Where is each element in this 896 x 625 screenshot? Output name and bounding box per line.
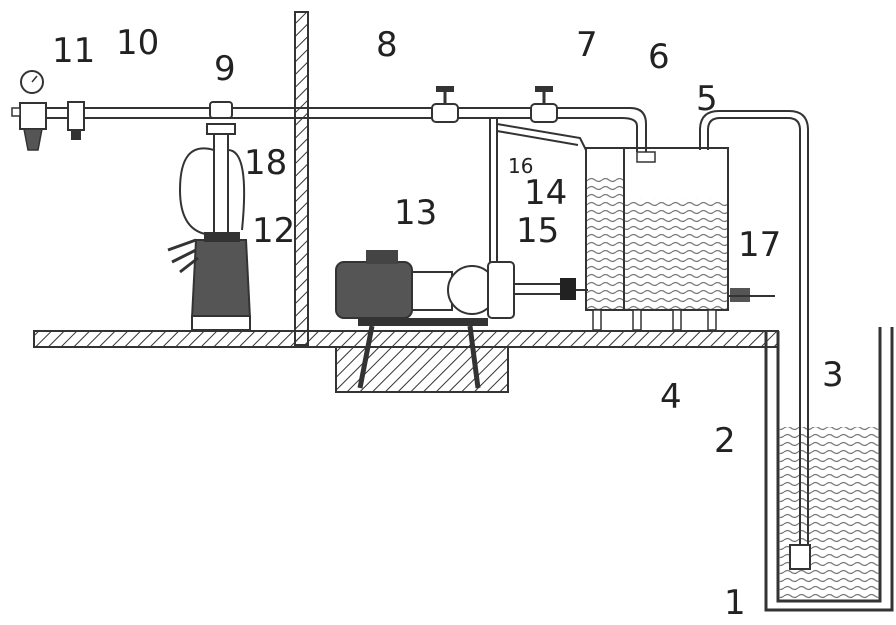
- pump-unit: [335, 250, 588, 389]
- label-5: 5: [696, 79, 718, 119]
- pressure-gauge: [11, 70, 47, 151]
- label-14: 14: [524, 173, 568, 213]
- label-1: 1: [724, 583, 746, 623]
- floor-slab: [33, 11, 779, 393]
- label-15: 15: [516, 211, 560, 251]
- label-7: 7: [576, 25, 598, 65]
- valve-8: [431, 86, 459, 123]
- label-12: 12: [252, 211, 296, 251]
- label-17: 17: [738, 225, 782, 265]
- valve-7: [530, 86, 558, 123]
- water-tanks: [585, 147, 775, 331]
- filter-regulator: [67, 101, 85, 140]
- label-8: 8: [376, 25, 398, 65]
- supply-pipe: [699, 110, 809, 150]
- label-2: 2: [714, 421, 736, 461]
- label-13: 13: [394, 193, 438, 233]
- label-18: 18: [244, 143, 288, 183]
- label-9: 9: [214, 49, 236, 89]
- sump-tank: [764, 130, 894, 612]
- label-6: 6: [648, 37, 670, 77]
- label-11: 11: [52, 31, 96, 71]
- bucket-assembly: [167, 101, 252, 331]
- submersible-pump: [789, 544, 811, 570]
- label-3: 3: [822, 355, 844, 395]
- label-10: 10: [116, 23, 160, 63]
- label-4: 4: [660, 377, 682, 417]
- label-16: 16: [508, 154, 534, 178]
